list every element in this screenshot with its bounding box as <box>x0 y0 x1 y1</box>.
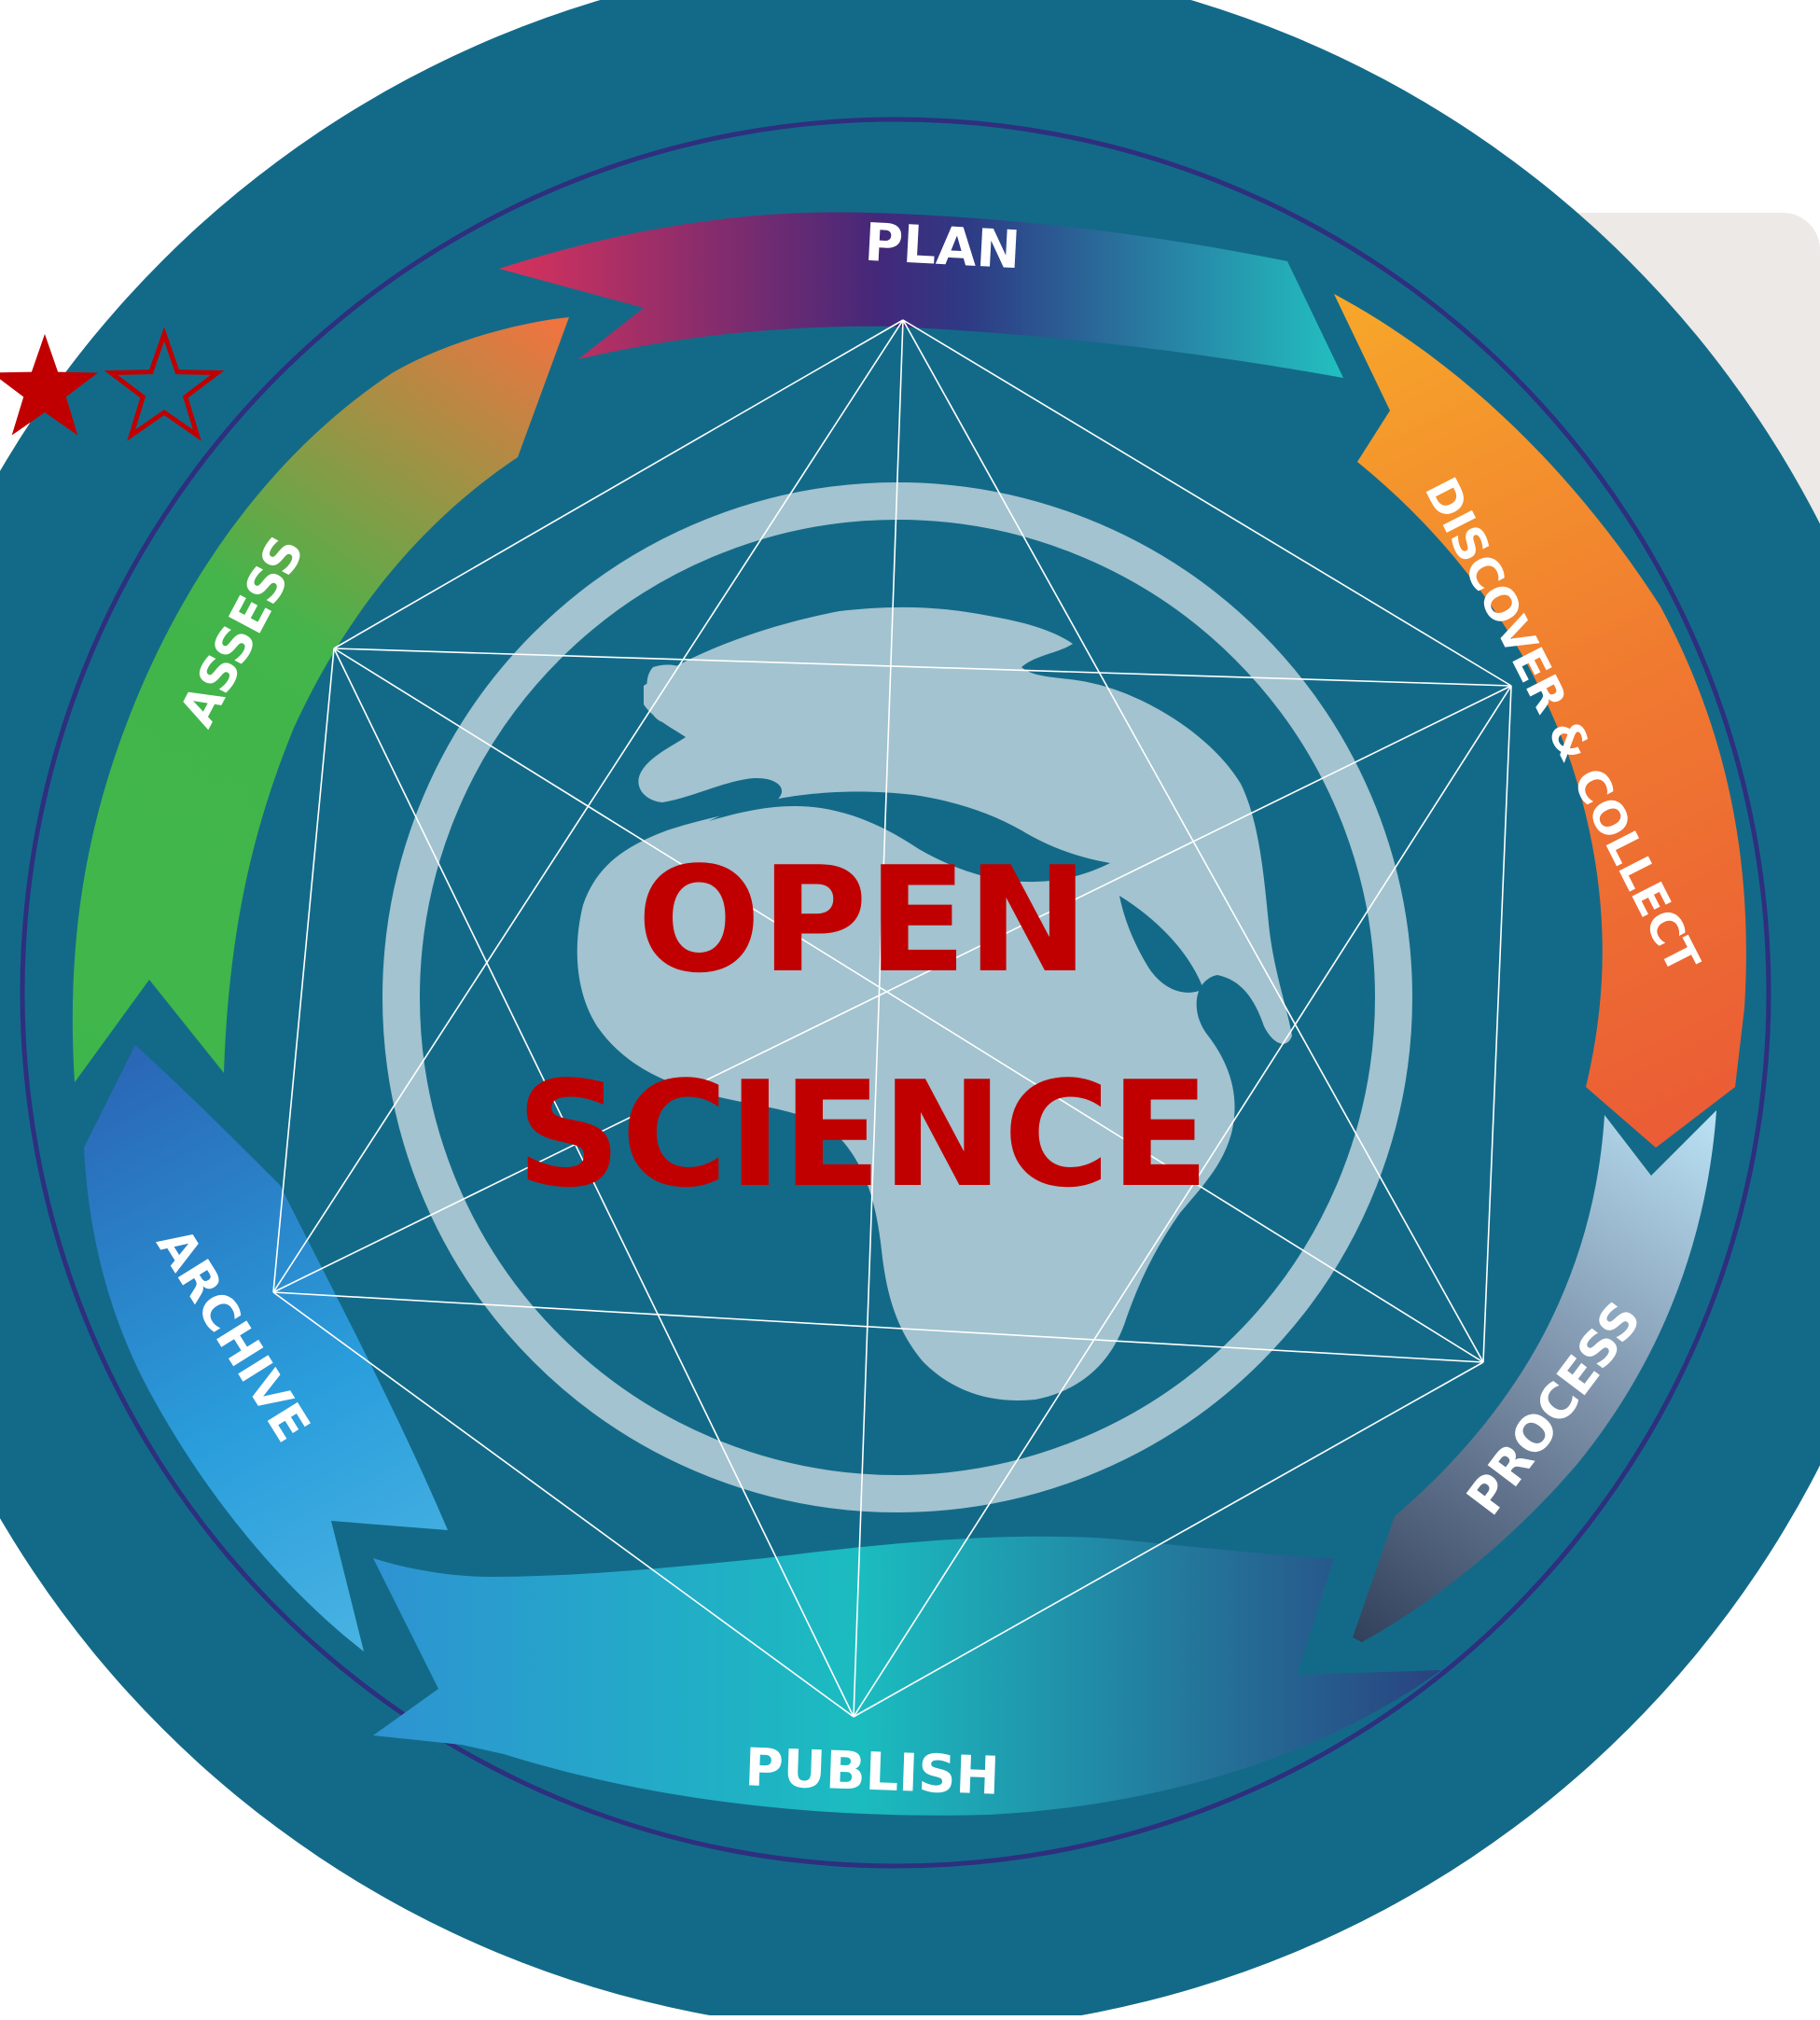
web-line <box>333 648 1484 1363</box>
connection-web <box>272 319 1512 1718</box>
web-line <box>333 319 904 649</box>
web-line <box>272 648 335 1293</box>
arrow-discover-collect <box>1334 294 1746 1148</box>
globe-ring <box>382 482 1412 1512</box>
star-empty-icon <box>104 327 225 441</box>
title-line-science: SCIENCE <box>516 1050 1209 1219</box>
web-line <box>272 1291 1484 1363</box>
web-line <box>902 319 1512 687</box>
arrow-assess <box>72 317 569 1082</box>
web-line <box>333 648 1512 687</box>
rating-stars <box>0 327 225 441</box>
web-line <box>853 1361 1484 1718</box>
star-filled-icon <box>0 334 99 436</box>
continents-shape <box>577 606 1292 1400</box>
arrow-archive <box>84 1045 448 1651</box>
web-line <box>853 685 1512 1718</box>
web-line <box>853 319 904 1718</box>
arrow-process <box>1353 1110 1716 1642</box>
stage-label-plan: PLAN <box>863 213 1021 282</box>
arrow-publish <box>373 1536 1441 1816</box>
stage-label-publish: PUBLISH <box>744 1737 1001 1806</box>
web-line <box>1482 685 1512 1363</box>
web-line <box>272 685 1512 1293</box>
arrow-plan <box>499 212 1343 378</box>
web-line <box>272 1291 854 1718</box>
outer-ring-line <box>20 117 1771 1869</box>
web-line <box>333 648 854 1718</box>
globe-icon <box>382 482 1412 1512</box>
title-line-open: OPEN <box>637 835 1089 1005</box>
